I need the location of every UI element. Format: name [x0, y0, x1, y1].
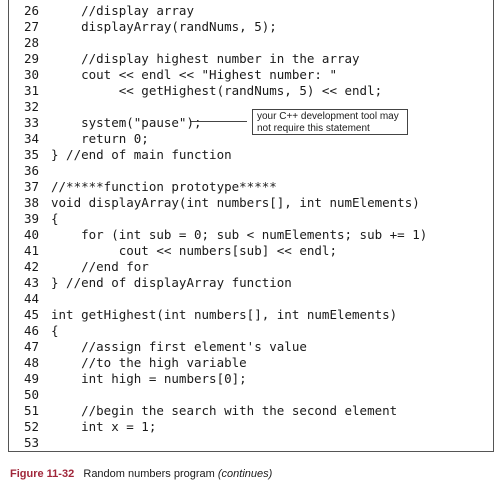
line-number: 39: [23, 211, 39, 226]
code-text: //display highest number in the array: [51, 51, 360, 66]
code-line: 38 void displayArray(int numbers[], int n…: [9, 195, 489, 211]
callout-text-line-1: your C++ development tool may: [257, 111, 399, 122]
code-text: int x = 1;: [51, 419, 157, 434]
code-line: 29 //display highest number in the array: [9, 51, 489, 67]
code-line: 28: [9, 35, 489, 51]
line-number: 36: [23, 163, 39, 178]
code-text: cout << endl << "Highest number: ": [51, 67, 337, 82]
code-text: //display array: [51, 3, 194, 18]
callout-note: your C++ development tool may not requir…: [252, 109, 408, 135]
code-text: //to the high variable: [51, 355, 247, 370]
line-number: 33: [23, 115, 39, 130]
line-number: 27: [23, 19, 39, 34]
code-line: 35 } //end of main function: [9, 147, 489, 163]
code-text: for (int sub = 0; sub < numElements; sub…: [51, 227, 428, 242]
line-number: 41: [23, 243, 39, 258]
code-line: 45 int getHighest(int numbers[], int numE…: [9, 307, 489, 323]
code-line: 40 for (int sub = 0; sub < numElements; …: [9, 227, 489, 243]
code-line: 34 return 0;: [9, 131, 489, 147]
code-line: 43 } //end of displayArray function: [9, 275, 489, 291]
line-number: 46: [23, 323, 39, 338]
code-line: 39 {: [9, 211, 489, 227]
code-line: 33 system("pause");: [9, 115, 489, 131]
line-number: 47: [23, 339, 39, 354]
line-number: 30: [23, 67, 39, 82]
line-number: 37: [23, 179, 39, 194]
code-line: 53: [9, 435, 489, 451]
line-number: 43: [23, 275, 39, 290]
code-line: 31 << getHighest(randNums, 5) << endl;: [9, 83, 489, 99]
line-number: 50: [23, 387, 39, 402]
line-number: 28: [23, 35, 39, 50]
code-text: } //end of main function: [51, 147, 232, 162]
code-text: {: [51, 323, 59, 338]
code-text: return 0;: [51, 131, 149, 146]
code-line: 47 //assign first element's value: [9, 339, 489, 355]
line-number: 31: [23, 83, 39, 98]
code-text: system("pause");: [51, 115, 202, 130]
figure-number: Figure 11-32: [10, 468, 75, 480]
line-number: 29: [23, 51, 39, 66]
code-line: 27 displayArray(randNums, 5);: [9, 19, 489, 35]
line-number: 52: [23, 419, 39, 434]
code-line: 50: [9, 387, 489, 403]
code-line: 46 {: [9, 323, 489, 339]
line-number: 40: [23, 227, 39, 242]
code-line: 37 //*****function prototype*****: [9, 179, 489, 195]
code-text: int getHighest(int numbers[], int numEle…: [51, 307, 398, 322]
code-text: displayArray(randNums, 5);: [51, 19, 277, 34]
code-line: 52 int x = 1;: [9, 419, 489, 435]
line-number: 53: [23, 435, 39, 450]
code-text: //*****function prototype*****: [51, 179, 277, 194]
code-line: 32: [9, 99, 489, 115]
line-number: 44: [23, 291, 39, 306]
code-text: //assign first element's value: [51, 339, 307, 354]
figure-title: Random numbers program: [83, 468, 215, 480]
line-number: 48: [23, 355, 39, 370]
line-number: 34: [23, 131, 39, 146]
callout-text-line-2: not require this statement: [257, 123, 370, 134]
line-number: 32: [23, 99, 39, 114]
figure-caption: Figure 11-32 Random numbers program (con…: [10, 467, 272, 481]
line-number: 51: [23, 403, 39, 418]
code-text: {: [51, 211, 59, 226]
line-number: 38: [23, 195, 39, 210]
line-number: 35: [23, 147, 39, 162]
code-line: 26 //display array: [9, 3, 489, 19]
code-text: cout << numbers[sub] << endl;: [51, 243, 337, 258]
code-line: 42 //end for: [9, 259, 489, 275]
code-text: << getHighest(randNums, 5) << endl;: [51, 83, 383, 98]
code-line: 48 //to the high variable: [9, 355, 489, 371]
figure-continued: (continues): [217, 468, 273, 480]
code-line: 41 cout << numbers[sub] << endl;: [9, 243, 489, 259]
code-line: 49 int high = numbers[0];: [9, 371, 489, 387]
callout-leader-line: [191, 121, 247, 122]
code-text: } //end of displayArray function: [51, 275, 292, 290]
code-text: //begin the search with the second eleme…: [51, 403, 398, 418]
line-number: 42: [23, 259, 39, 274]
code-line: 36: [9, 163, 489, 179]
code-line: 51 //begin the search with the second el…: [9, 403, 489, 419]
code-line: 44: [9, 291, 489, 307]
code-text: void displayArray(int numbers[], int num…: [51, 195, 420, 210]
line-number: 45: [23, 307, 39, 322]
code-text: int high = numbers[0];: [51, 371, 247, 386]
code-text: //end for: [51, 259, 149, 274]
line-number: 49: [23, 371, 39, 386]
code-line: 30 cout << endl << "Highest number: ": [9, 67, 489, 83]
line-number: 26: [23, 3, 39, 18]
